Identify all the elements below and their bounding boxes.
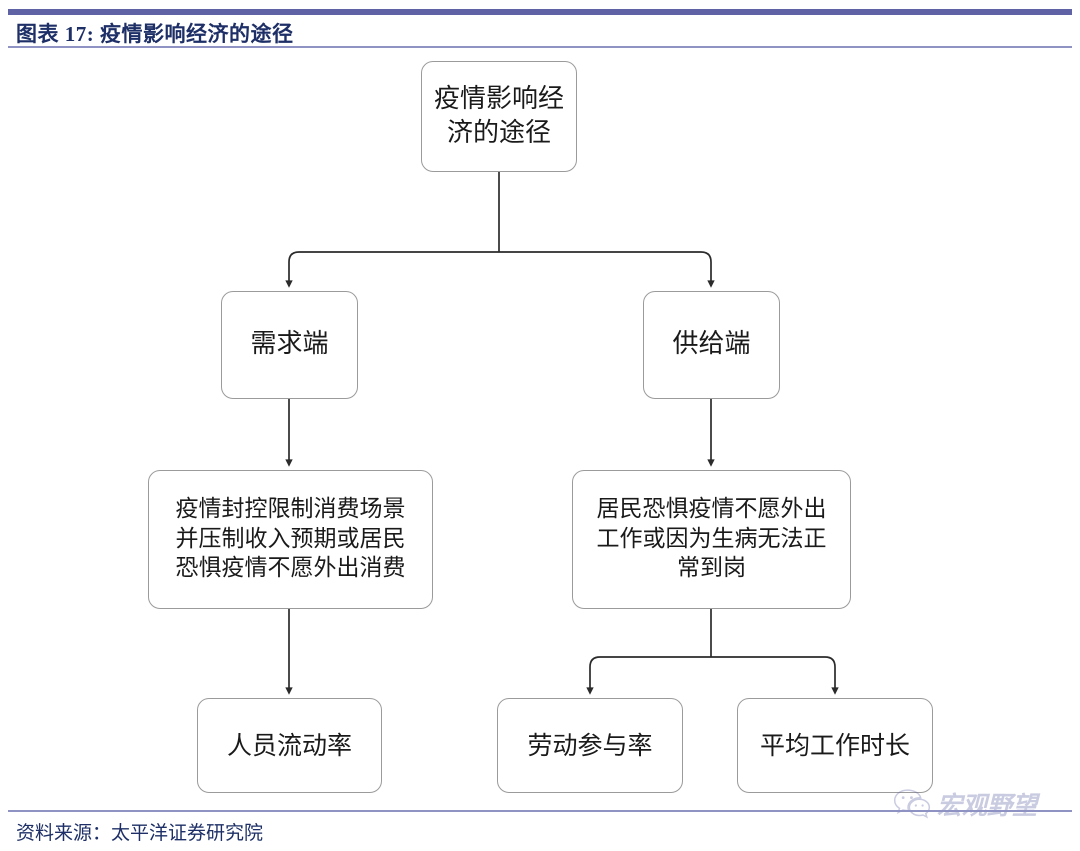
node-supply-description-label: 居民恐惧疫情不愿外出 工作或因为生病无法正 常到岗 [596, 496, 827, 582]
node-demand-side-label: 需求端 [250, 329, 329, 360]
node-personnel-mobility-rate-label: 人员流动率 [226, 730, 352, 760]
edge-supply-desc-to-leaf-c [711, 656, 839, 695]
flowchart-canvas: 疫情影响经 济的途径 需求端 供给端 疫情封控限制消费场景 并压制收入预期或居民… [0, 48, 1080, 810]
edge-root-to-demand [285, 251, 499, 288]
node-demand-description-label: 疫情封控限制消费场景 并压制收入预期或居民 恐惧疫情不愿外出消费 [175, 496, 406, 582]
node-supply-side-label: 供给端 [672, 329, 751, 360]
node-demand-side[interactable]: 需求端 [221, 291, 358, 399]
node-average-working-hours-label: 平均工作时长 [759, 730, 910, 760]
node-labor-participation-rate-label: 劳动参与率 [527, 730, 653, 760]
source-note: 资料来源：太平洋证券研究院 [16, 823, 264, 844]
node-root[interactable]: 疫情影响经 济的途径 [421, 61, 577, 172]
flowchart-edges [285, 172, 839, 695]
node-labor-participation-rate[interactable]: 劳动参与率 [497, 698, 683, 793]
edge-root-to-supply [499, 251, 715, 288]
edge-supply-desc-to-leaf-b [586, 656, 711, 695]
node-personnel-mobility-rate[interactable]: 人员流动率 [197, 698, 382, 793]
node-root-label: 疫情影响经 济的途径 [433, 84, 564, 148]
node-average-working-hours[interactable]: 平均工作时长 [737, 698, 933, 793]
figure-title: 图表 17: 疫情影响经济的途径 [16, 22, 294, 46]
node-supply-side[interactable]: 供给端 [643, 291, 780, 399]
header-top-rule [8, 9, 1072, 15]
footer-rule [8, 810, 1072, 812]
node-demand-description[interactable]: 疫情封控限制消费场景 并压制收入预期或居民 恐惧疫情不愿外出消费 [148, 470, 433, 609]
node-supply-description[interactable]: 居民恐惧疫情不愿外出 工作或因为生病无法正 常到岗 [572, 470, 851, 609]
header-bottom-rule [8, 46, 1072, 48]
